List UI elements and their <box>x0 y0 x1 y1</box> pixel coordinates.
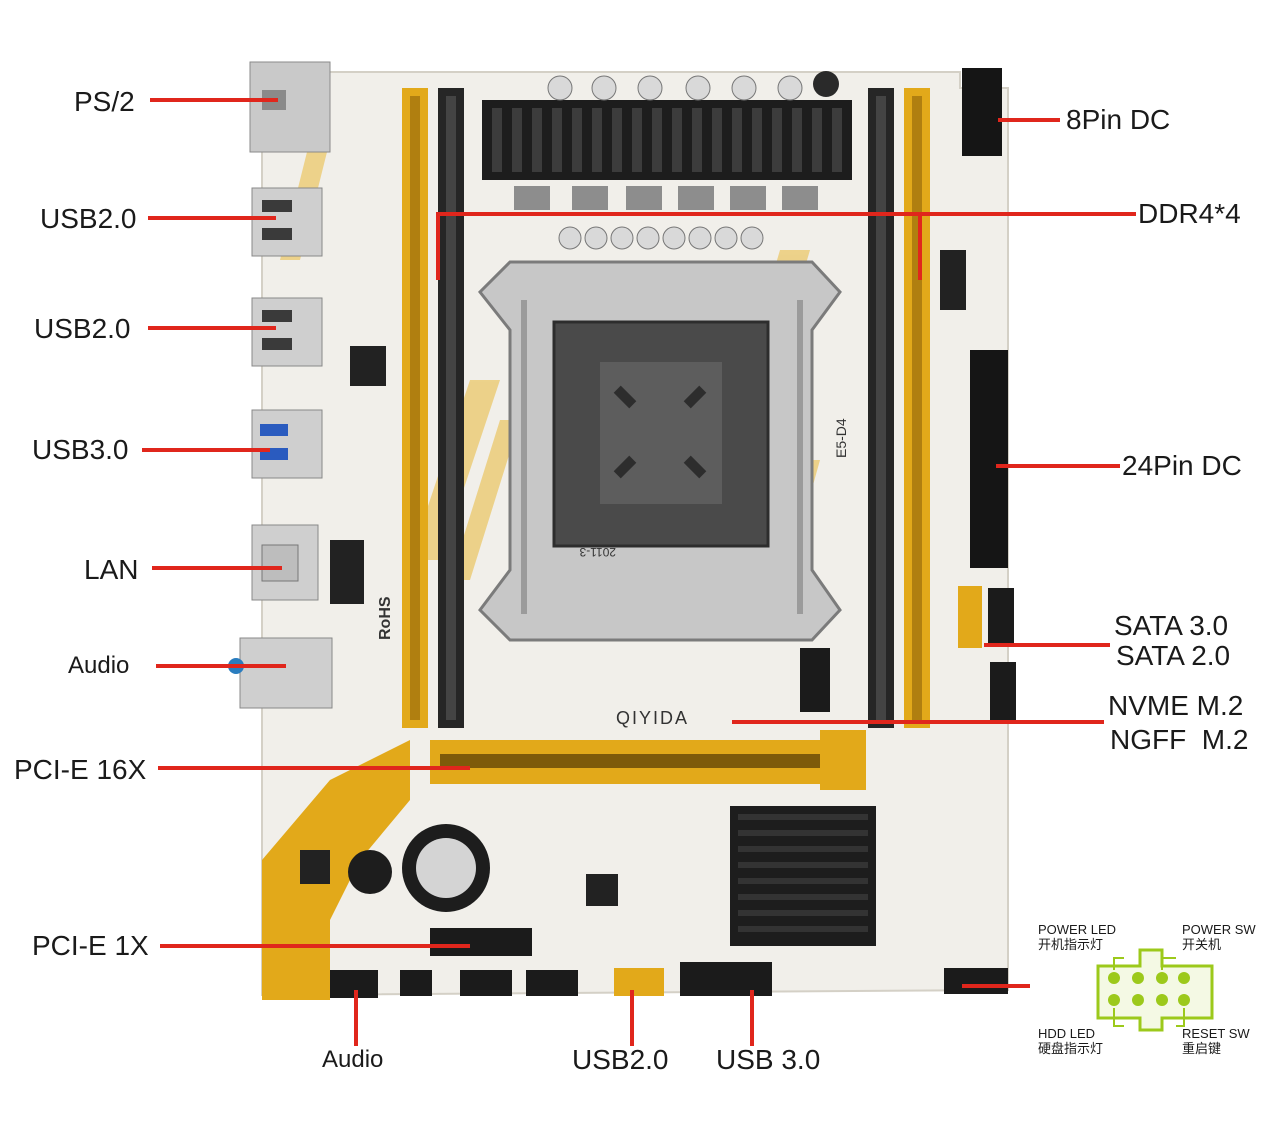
usb20-port-b <box>251 297 323 367</box>
label-usb20-b: USB2.0 <box>34 313 131 344</box>
pointer-lines <box>142 98 1136 1046</box>
hdd-led-text: HDD LED <box>1038 1026 1096 1041</box>
label-sata2: SATA 2.0 <box>1116 640 1231 671</box>
power-sw-cn-text: 开关机 <box>1182 937 1222 952</box>
power-led-text: POWER LED <box>1038 922 1117 937</box>
reset-sw-cn-text: 重启键 <box>1182 1041 1222 1056</box>
label-pcie1: PCI-E 1X <box>32 930 149 961</box>
24pin-connector <box>970 350 1008 568</box>
label-power-led: POWER LED 开机指示灯 <box>1038 922 1116 952</box>
label-reset-sw: RESET SW 重启键 <box>1182 1026 1250 1056</box>
sata-port-2a <box>988 588 1014 646</box>
label-pcie16: PCI-E 16X <box>14 754 147 785</box>
rohs-text: RoHS <box>377 596 394 640</box>
label-audio-rear: Audio <box>68 652 130 679</box>
label-audio-bottom: Audio <box>322 1046 384 1073</box>
socket-model-text: E5-D4 <box>833 418 849 458</box>
label-usb30-bottom: USB 3.0 <box>716 1044 821 1075</box>
usb20-header <box>614 968 664 996</box>
sata-port-3 <box>958 586 982 648</box>
label-ddr4: DDR4*4 <box>1138 198 1241 229</box>
vrm-heatsink <box>482 100 852 180</box>
power-sw-text: POWER SW <box>1182 922 1256 937</box>
usb20-port-a <box>251 187 323 257</box>
label-ngff: NGFF M.2 <box>1110 724 1249 755</box>
hdd-led-cn-text: 硬盘指示灯 <box>1038 1041 1104 1056</box>
label-usb20-a: USB2.0 <box>40 203 137 234</box>
label-8pin: 8Pin DC <box>1066 104 1171 135</box>
audio-port <box>239 637 333 709</box>
sata-port-2b <box>990 662 1016 720</box>
pointer-ddr4 <box>436 212 1136 280</box>
m2-slot <box>800 648 830 712</box>
label-power-sw: POWER SW 开关机 <box>1182 922 1256 952</box>
label-usb30: USB3.0 <box>32 434 129 465</box>
pcie1-slot <box>430 928 532 956</box>
8pin-connector <box>962 68 1002 156</box>
usb30-port <box>251 409 323 479</box>
yellow-panel <box>262 740 410 1000</box>
usb30-header <box>680 962 772 996</box>
label-usb20-bottom: USB2.0 <box>572 1044 669 1075</box>
label-lan: LAN <box>84 554 139 585</box>
label-nvme: NVME M.2 <box>1108 690 1244 721</box>
power-led-cn-text: 开机指示灯 <box>1038 937 1104 952</box>
label-ps2: PS/2 <box>74 86 135 117</box>
reset-sw-text: RESET SW <box>1182 1026 1250 1041</box>
label-24pin: 24Pin DC <box>1122 450 1242 481</box>
label-hdd-led: HDD LED 硬盘指示灯 <box>1038 1026 1103 1056</box>
front-panel-pin-diagram <box>1096 948 1214 1032</box>
socket-year-text: 2011-3 <box>579 545 616 559</box>
chipset-heatsink <box>730 806 876 946</box>
label-sata3: SATA 3.0 <box>1114 610 1229 641</box>
front-panel-header <box>944 968 1008 994</box>
brand-text: QIYIDA <box>616 708 689 728</box>
